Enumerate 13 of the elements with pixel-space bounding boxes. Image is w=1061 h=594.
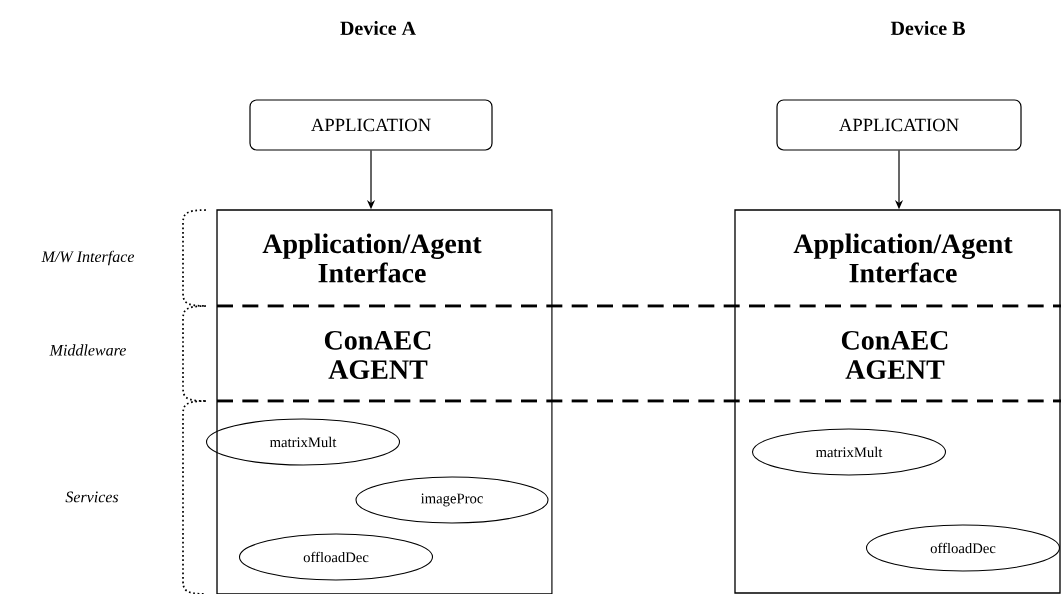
layer-label: ConAEC AGENT [324, 330, 431, 380]
application-box: APPLICATION [249, 99, 493, 151]
layer-label: Application/Agent Interface [793, 233, 1013, 283]
application-box: APPLICATION [776, 99, 1022, 151]
layer-name: Services [65, 491, 119, 503]
layer-label: Application/Agent Interface [262, 233, 482, 283]
layer-name: M/W Interface [41, 250, 135, 266]
layer-name: Middleware [49, 344, 126, 356]
device-box [734, 209, 1061, 594]
layer-label: ConAEC AGENT [841, 330, 948, 380]
device-heading: Device A [340, 20, 416, 36]
device-box [216, 209, 553, 594]
device-heading: Device B [890, 20, 965, 36]
